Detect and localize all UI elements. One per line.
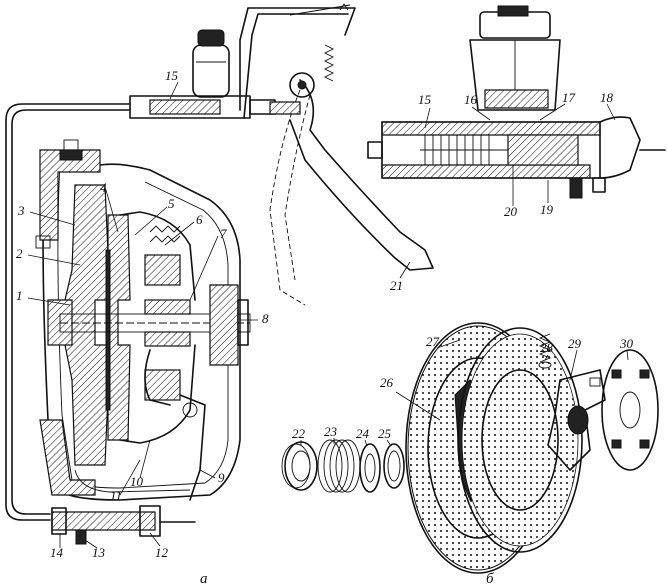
callout-labels: 1 2 3 4 5 6 7 8 9 10 11 12 13 14 15 15 1… (16, 68, 634, 560)
view-a-clutch-section (5, 103, 251, 545)
callout-24: 24 (356, 426, 370, 441)
callout-18: 18 (600, 90, 614, 105)
callout-27: 27 (426, 334, 440, 349)
callout-30: 30 (619, 336, 634, 351)
callout-28: 28 (540, 340, 554, 355)
callout-15-left: 15 (165, 68, 179, 83)
callout-2: 2 (16, 246, 23, 261)
callout-29: 29 (568, 336, 582, 351)
caption-a: а (200, 571, 208, 587)
callout-16: 16 (464, 92, 478, 107)
callout-14: 14 (50, 545, 64, 560)
callout-10: 10 (130, 474, 144, 489)
callout-6: 6 (196, 212, 203, 227)
callout-20: 20 (504, 204, 518, 219)
callout-12: 12 (155, 545, 169, 560)
callout-26: 26 (380, 375, 394, 390)
callout-8: 8 (262, 311, 269, 326)
view-b-exploded (281, 322, 659, 574)
callout-17: 17 (562, 90, 576, 105)
callout-13: 13 (92, 545, 106, 560)
callout-4: 4 (100, 180, 107, 195)
callout-19: 19 (540, 202, 554, 217)
callout-3: 3 (17, 203, 25, 218)
master-cylinder-assembly (129, 3, 434, 306)
callout-11: 11 (110, 488, 122, 503)
master-cylinder-section (367, 5, 666, 199)
callout-21: 21 (390, 278, 403, 293)
callout-25: 25 (378, 426, 392, 441)
caption-b: б (486, 571, 494, 587)
callout-23: 23 (324, 424, 338, 439)
callout-22: 22 (292, 426, 306, 441)
callout-7: 7 (220, 226, 227, 241)
callout-leaders (27, 81, 629, 549)
callout-1: 1 (16, 288, 23, 303)
callout-9: 9 (218, 470, 225, 485)
callout-15-right: 15 (418, 92, 432, 107)
callout-5: 5 (168, 196, 175, 211)
